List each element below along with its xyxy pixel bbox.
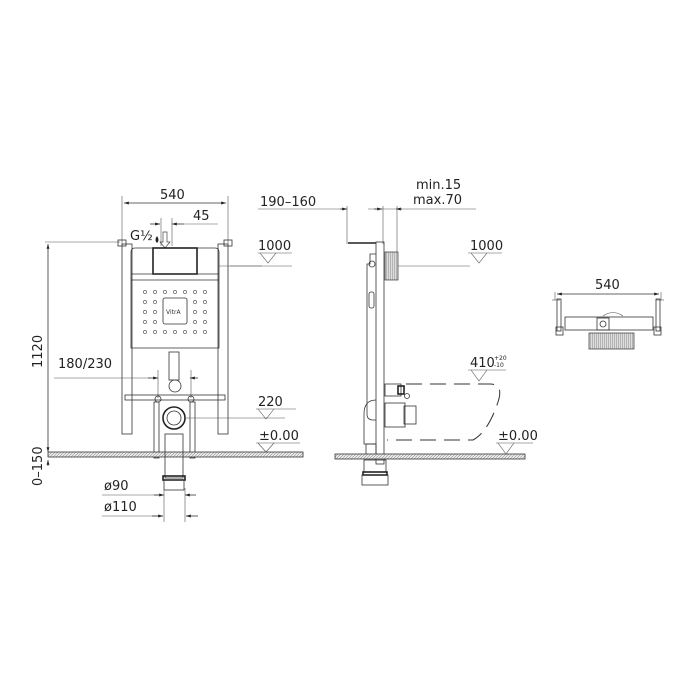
top-width-label: 540 — [595, 278, 620, 293]
svg-text:1000: 1000 — [258, 239, 291, 254]
cistern-body — [130, 247, 220, 349]
flush-valve-opening — [152, 247, 198, 275]
frame-left-post — [121, 243, 133, 435]
wall-min-label: min.15 — [416, 178, 461, 193]
brand-logo: VitrA — [166, 309, 181, 316]
side-frame-post — [375, 241, 385, 465]
side-level-floor: ±0.00 — [496, 429, 538, 455]
wall-max-label: max.70 — [413, 193, 462, 208]
front-offset-label: 45 — [193, 209, 210, 224]
svg-text:±0.00: ±0.00 — [498, 429, 538, 444]
svg-text:1000: 1000 — [470, 239, 503, 254]
svg-text:±0.00: ±0.00 — [259, 429, 299, 444]
top-view: 540 — [552, 278, 664, 350]
side-level-1000: 1000 — [468, 239, 503, 264]
inlet-label: G½ — [130, 229, 153, 244]
svg-text:-10: -10 — [494, 362, 504, 369]
pipe-inner-label: ø90 — [104, 479, 129, 494]
svg-text:220: 220 — [258, 395, 283, 410]
top-grille — [588, 332, 635, 350]
front-level-1000: 1000 — [230, 239, 292, 267]
front-level-220: 220 — [256, 395, 296, 420]
side-floor — [334, 453, 526, 460]
frame-right-post — [217, 243, 229, 435]
front-floor — [47, 451, 304, 458]
inlet-arrow-icon — [159, 231, 171, 249]
water-drop-icon — [155, 236, 159, 243]
side-view: 190–160 min.15 max.70 — [258, 178, 538, 486]
side-flush-grille — [384, 251, 399, 281]
wc-bowl-outline — [387, 383, 501, 441]
floor-adjust-label: 0–150 — [31, 446, 46, 486]
front-level-floor: ±0.00 — [256, 429, 300, 453]
svg-text:+20: +20 — [494, 355, 507, 362]
front-width-label: 540 — [160, 188, 185, 203]
pipe-outer-label: ø110 — [104, 500, 137, 515]
side-level-410: 410 +20 -10 — [468, 355, 507, 382]
wall-distance-label: 190–160 — [260, 195, 316, 210]
flush-plate-holes — [143, 290, 207, 334]
bolt-spacing-label: 180/230 — [58, 357, 112, 372]
front-view: 540 45 G½ 1120 0–150 — [31, 188, 304, 522]
front-height-label: 1120 — [31, 335, 46, 368]
svg-text:410: 410 — [470, 356, 495, 371]
